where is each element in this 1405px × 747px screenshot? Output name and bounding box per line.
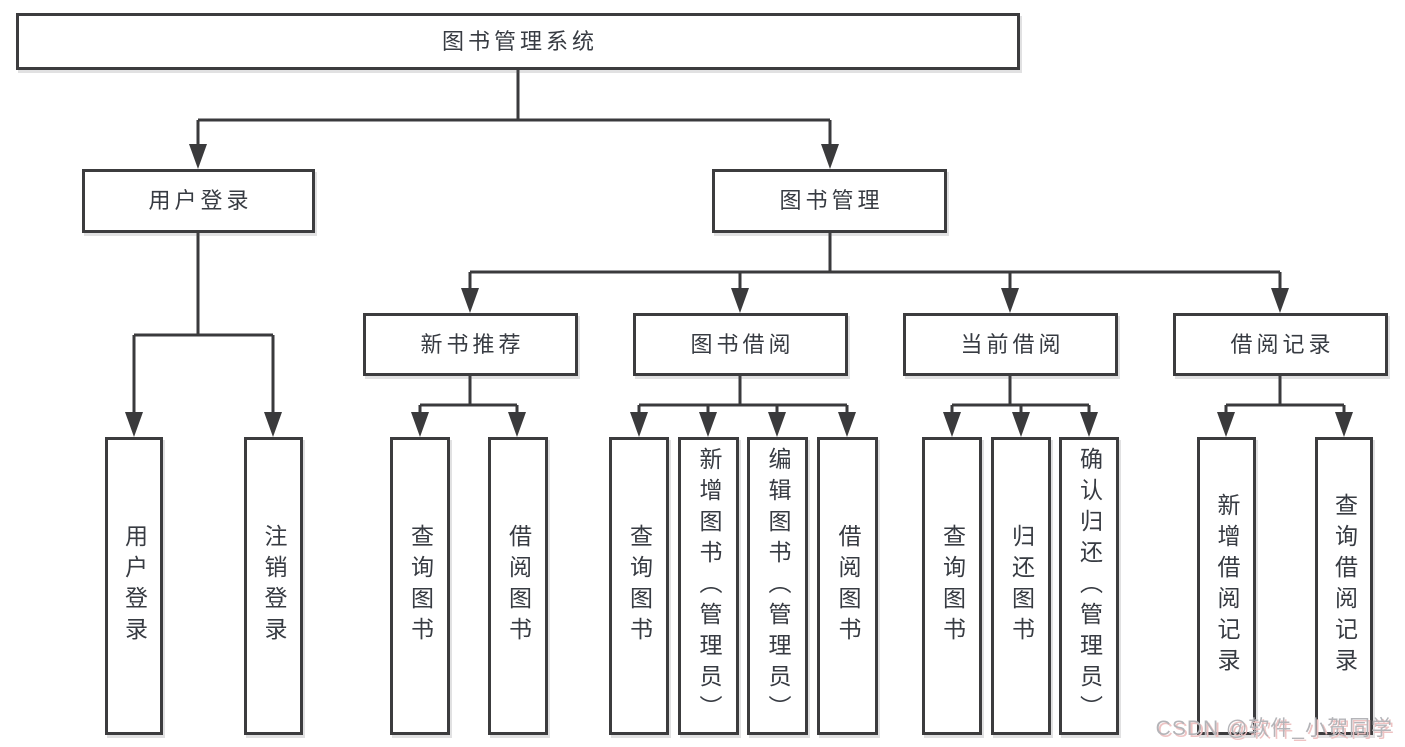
leaf-borrowing-query-books: 查询图书 bbox=[609, 437, 669, 735]
csdn-watermark: CSDN @软件_小贺同学 bbox=[1155, 717, 1393, 740]
node-book-borrowing: 图书借阅 bbox=[633, 313, 848, 376]
leaf-borrowing-borrow-books: 借阅图书 bbox=[817, 437, 878, 735]
leaf-logout: 注销登录 bbox=[244, 437, 303, 735]
leaf-records-query-record: 查询借阅记录 bbox=[1315, 437, 1373, 735]
node-borrowing-records: 借阅记录 bbox=[1173, 313, 1388, 376]
leaf-recommend-borrow-books: 借阅图书 bbox=[488, 437, 548, 735]
leaf-records-add-record: 新增借阅记录 bbox=[1197, 437, 1256, 735]
leaf-current-confirm-return-admin: 确认归还（管理员） bbox=[1059, 437, 1119, 735]
node-library-management-system: 图书管理系统 bbox=[16, 13, 1020, 70]
leaf-borrowing-add-books-admin: 新增图书（管理员） bbox=[678, 437, 739, 735]
node-book-management: 图书管理 bbox=[712, 169, 947, 233]
node-current-borrowing: 当前借阅 bbox=[903, 313, 1118, 376]
node-user-login: 用户登录 bbox=[82, 169, 315, 233]
node-new-book-recommend: 新书推荐 bbox=[363, 313, 578, 376]
leaf-recommend-query-books: 查询图书 bbox=[390, 437, 450, 735]
leaf-current-query-books: 查询图书 bbox=[922, 437, 982, 735]
leaf-user-login: 用户登录 bbox=[105, 437, 163, 735]
leaf-borrowing-edit-books-admin: 编辑图书（管理员） bbox=[747, 437, 808, 735]
leaf-current-return-books: 归还图书 bbox=[991, 437, 1051, 735]
